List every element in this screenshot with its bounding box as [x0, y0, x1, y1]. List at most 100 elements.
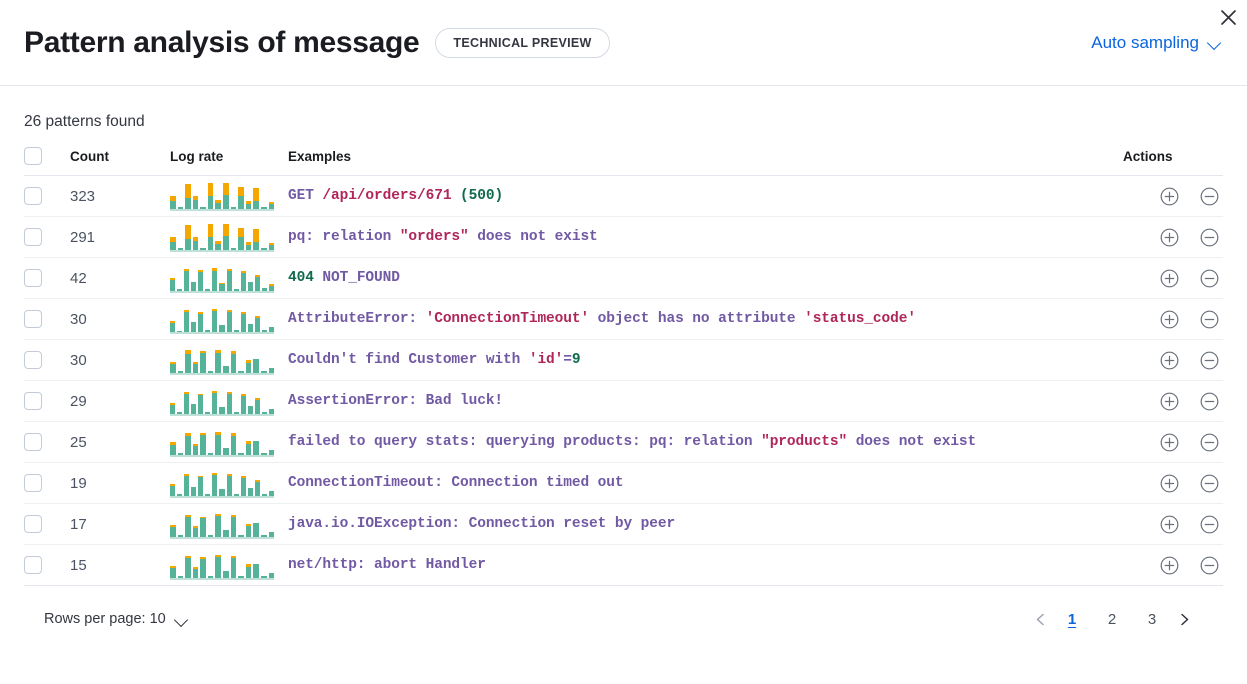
sparkline-bar [233, 494, 239, 496]
row-select-cell [24, 298, 70, 340]
sparkline-bar [198, 475, 204, 496]
sparkline-segment-green [215, 203, 222, 209]
minus-in-circle-icon[interactable] [1195, 223, 1223, 251]
sparkline-segment-green [177, 494, 183, 496]
minus-in-circle-icon[interactable] [1195, 346, 1223, 374]
row-checkbox[interactable] [24, 433, 42, 451]
sparkline-segment-orange [215, 514, 222, 516]
minus-in-circle-icon[interactable] [1195, 469, 1223, 497]
sparkline-segment-green [233, 288, 239, 291]
page-number-2[interactable]: 2 [1097, 604, 1127, 634]
sparkline-segment-orange [170, 278, 176, 281]
sparkline-segment-green [230, 207, 237, 209]
sparkline-bar [192, 362, 199, 373]
sparkline-segment-orange [185, 225, 191, 240]
auto-sampling-button[interactable]: Auto sampling [1091, 33, 1223, 53]
row-checkbox[interactable] [24, 351, 42, 369]
sparkline-segment-green [268, 368, 275, 373]
log-rate-cell [170, 462, 288, 504]
plus-in-circle-icon[interactable] [1155, 182, 1183, 210]
select-all-checkbox[interactable] [24, 147, 42, 165]
page-number-3[interactable]: 3 [1137, 604, 1167, 634]
minus-in-circle-icon[interactable] [1195, 305, 1223, 333]
sparkline-segment-green [268, 286, 274, 291]
row-checkbox[interactable] [24, 392, 42, 410]
sparkline-segment-green [268, 204, 275, 209]
sparkline-segment-green [207, 236, 214, 250]
plus-in-circle-icon[interactable] [1155, 551, 1183, 579]
row-checkbox[interactable] [24, 474, 42, 492]
row-checkbox[interactable] [24, 556, 42, 574]
example-text: ConnectionTimeout: Connection timed out [288, 475, 1123, 491]
sparkline-segment-orange [238, 186, 244, 196]
minus-in-circle-icon[interactable] [1195, 510, 1223, 538]
minus-in-circle-icon[interactable] [1195, 264, 1223, 292]
sparkline-bar [219, 282, 225, 291]
column-header-log-rate[interactable]: Log rate [170, 147, 288, 176]
chevron-right-icon[interactable] [1169, 604, 1199, 634]
minus-in-circle-icon[interactable] [1195, 551, 1223, 579]
sparkline-bar [219, 406, 225, 414]
sparkline-segment-orange [198, 270, 204, 272]
sparkline-segment-green [260, 206, 267, 209]
plus-in-circle-icon[interactable] [1155, 223, 1183, 251]
log-rate-cell [170, 380, 288, 422]
sparkline-bar [184, 473, 190, 496]
example-token: AttributeError: [288, 311, 426, 327]
sparkline-segment-green [177, 535, 184, 537]
plus-in-circle-icon[interactable] [1155, 428, 1183, 456]
sparkline-segment-orange [268, 284, 274, 287]
row-checkbox[interactable] [24, 515, 42, 533]
sparkline-segment-orange [184, 269, 190, 272]
example-token: 9 [571, 352, 581, 368]
page-number-1[interactable]: 1 [1057, 604, 1087, 634]
minus-in-circle-icon[interactable] [1195, 387, 1223, 415]
minus-in-circle-icon[interactable] [1195, 428, 1223, 456]
plus-in-circle-icon[interactable] [1155, 264, 1183, 292]
row-checkbox[interactable] [24, 269, 42, 287]
sparkline-segment-green [260, 247, 267, 250]
column-header-count[interactable]: Count [70, 147, 170, 176]
close-icon[interactable] [1215, 4, 1241, 30]
sparkline-segment-orange [230, 351, 237, 354]
sparkline-segment-orange [254, 398, 260, 401]
chevron-left-icon[interactable] [1025, 604, 1055, 634]
plus-in-circle-icon[interactable] [1155, 305, 1183, 333]
row-checkbox[interactable] [24, 187, 42, 205]
rows-per-page-selector[interactable]: Rows per page: 10 [36, 607, 198, 631]
sparkline-segment-green [268, 408, 274, 414]
plus-in-circle-icon[interactable] [1155, 387, 1183, 415]
plus-in-circle-icon[interactable] [1155, 510, 1183, 538]
sparkline-bar [177, 535, 184, 537]
example-token: "orders" [399, 229, 469, 245]
example-token: "products" [761, 434, 848, 450]
sparkline-segment-green [254, 318, 260, 332]
plus-in-circle-icon[interactable] [1155, 469, 1183, 497]
plus-in-circle-icon[interactable] [1155, 346, 1183, 374]
sparkline-segment-green [185, 198, 191, 209]
example-token: object has no attribute [589, 311, 805, 327]
sparkline-bar [245, 242, 252, 250]
minus-in-circle-icon[interactable] [1195, 182, 1223, 210]
sparkline-segment-green [185, 435, 191, 455]
actions-cell [1123, 339, 1223, 381]
sparkline-bar [238, 453, 244, 455]
column-header-examples[interactable]: Examples [288, 147, 1123, 176]
sparkline-segment-orange [215, 350, 222, 353]
sparkline-segment-orange [207, 224, 214, 237]
sparkline-segment-orange [215, 555, 222, 557]
row-checkbox[interactable] [24, 228, 42, 246]
row-checkbox[interactable] [24, 310, 42, 328]
sparkline-segment-green [230, 558, 237, 578]
